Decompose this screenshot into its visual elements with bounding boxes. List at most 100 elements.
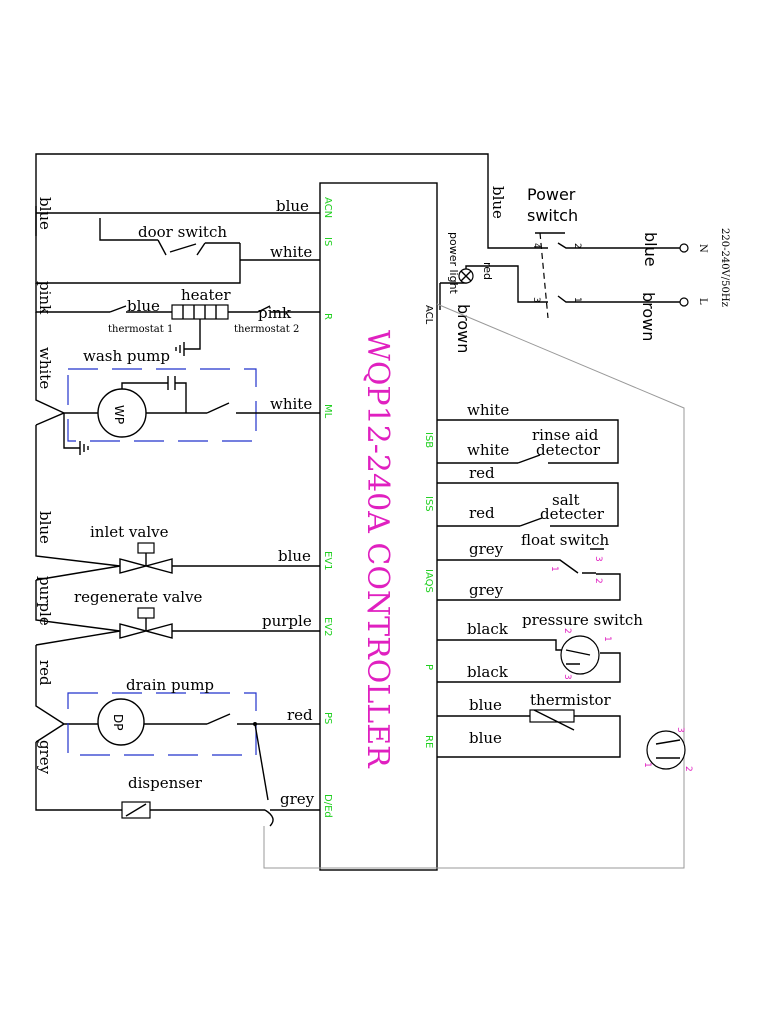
wire-isb (437, 419, 619, 464)
pin-iss: ISS (423, 496, 434, 512)
wire-label-red-left: red (36, 660, 54, 686)
pin-p: P (423, 664, 434, 670)
rinse-aid-label-1: rinse aid (532, 426, 599, 444)
wire-re (437, 715, 621, 758)
heater-element (171, 304, 229, 320)
controller-box (319, 182, 438, 871)
pin-is: IS (322, 237, 333, 246)
wire-label-brown-lower: brown (454, 304, 473, 353)
door-switch-label: door switch (138, 223, 227, 241)
drain-pump-switch (144, 713, 320, 725)
wire-label-white-isb-1: white (467, 401, 509, 419)
salt-switch (519, 517, 543, 527)
wire-label-purple-left: purple (36, 576, 54, 626)
pin-ml: ML (322, 404, 333, 419)
wire-label-white-is: white (270, 243, 312, 261)
terminal-l-label: L (697, 298, 708, 305)
dispenser-label: dispenser (128, 774, 203, 792)
salt-label-2: detecter (540, 505, 605, 523)
wire-label-white-isb-2: white (467, 441, 509, 459)
supply-label: 220-240V/50Hz (719, 228, 730, 307)
pin-ev2: EV2 (322, 617, 333, 637)
float-pin-1: 1 (549, 566, 559, 572)
power-light-cross (460, 270, 472, 282)
wire-red-left (35, 645, 98, 743)
wire-label-brown-supply: brown (639, 292, 658, 341)
dispenser-diagonal (125, 803, 147, 817)
pin-ev1: EV1 (322, 551, 333, 571)
inlet-valve-actuator (137, 542, 155, 554)
controller-title: WQP12-240A CONTROLLER (360, 330, 395, 769)
pressure-pin-2: 2 (562, 628, 572, 634)
outline-pin-2: 2 (683, 766, 693, 772)
wire-label-red-iss-2: red (469, 504, 495, 522)
heater-coil-lines (182, 305, 217, 319)
inlet-valve-label: inlet valve (90, 523, 169, 541)
pin-acl: ACL (423, 305, 434, 325)
float-switch-label: float switch (521, 531, 610, 549)
wash-pump-switch (146, 402, 320, 414)
drain-pump-short: DP (111, 714, 125, 730)
wire-label-grey-iaqs-1: grey (469, 540, 504, 558)
pin-isb: ISB (423, 432, 434, 448)
pin-r: R (322, 313, 333, 320)
rinse-aid-label-2: detector (536, 441, 601, 459)
wash-pump-ground (63, 413, 89, 455)
wire-label-white-ml: white (270, 395, 312, 413)
regenerate-valve-symbol (119, 616, 173, 639)
wire-label-blue-heater: blue (127, 297, 160, 315)
thermostat1-switch (109, 305, 127, 313)
wire-label-blue-supply: blue (641, 232, 660, 267)
regenerate-valve-actuator (137, 607, 155, 619)
power-switch-pin-2: 2 (572, 243, 582, 249)
wire-label-grey-iaqs-2: grey (469, 581, 504, 599)
wire-label-pink-right: pink (258, 304, 292, 322)
wire-label-white-left: white (36, 347, 54, 389)
wire-purple-left (35, 580, 121, 646)
wire-label-red-ps: red (287, 706, 313, 724)
float-pin-3: 3 (593, 556, 603, 562)
heater-label: heater (181, 286, 231, 304)
thermistor-diagonal (533, 709, 575, 731)
wash-pump-capacitor (121, 376, 187, 413)
wire-label-pink-left: pink (36, 281, 54, 315)
outline-pin-3: 3 (675, 727, 685, 733)
wire-grey-left (35, 742, 265, 811)
drain-pump-motor (97, 698, 145, 746)
wire-label-blue-top: blue (489, 186, 507, 219)
power-switch-label-1: Power (527, 185, 576, 204)
wire-label-blue-re-2: blue (469, 729, 502, 747)
pressure-switch-label: pressure switch (522, 611, 643, 629)
terminal-l (679, 297, 689, 307)
inlet-valve-symbol (119, 551, 173, 574)
wire-label-red-iss-1: red (469, 464, 495, 482)
wire-iss (437, 482, 619, 527)
wire-label-black-p-2: black (467, 663, 509, 681)
pressure-pin-3: 3 (562, 674, 572, 680)
regenerate-valve-label: regenerate valve (74, 588, 203, 606)
wash-pump-enclosure (67, 368, 257, 442)
wire-label-blue-lower: blue (36, 511, 54, 544)
power-switch-pin-4: 4 (531, 243, 541, 249)
salt-label-1: salt (552, 491, 579, 509)
power-switch-pin-1: 1 (572, 297, 582, 303)
thermostat2-switch (257, 305, 271, 313)
thermostat1-label: thermostat 1 (108, 324, 173, 335)
outline-pin-1: 1 (642, 762, 652, 768)
wire-iaqs (437, 559, 621, 601)
terminal-n-label: N (697, 244, 708, 253)
pressure-pin-1: 1 (602, 636, 612, 642)
grey-outline-wire (263, 303, 685, 869)
float-switch-contacts (582, 548, 604, 574)
pressure-switch-body (560, 635, 600, 675)
heater-ground (175, 319, 201, 356)
wire-label-acn: blue (276, 197, 309, 215)
wire-label-blue-ev1: blue (278, 547, 311, 565)
pin-iaqs: IAQS (423, 569, 434, 593)
wire-p (437, 639, 621, 683)
wash-pump-short: WP (112, 405, 126, 424)
wire-label-red-power: red (481, 262, 494, 280)
rinse-aid-switch (517, 454, 541, 464)
pin-ps: PS (322, 712, 333, 724)
power-switch-wires (439, 242, 680, 310)
